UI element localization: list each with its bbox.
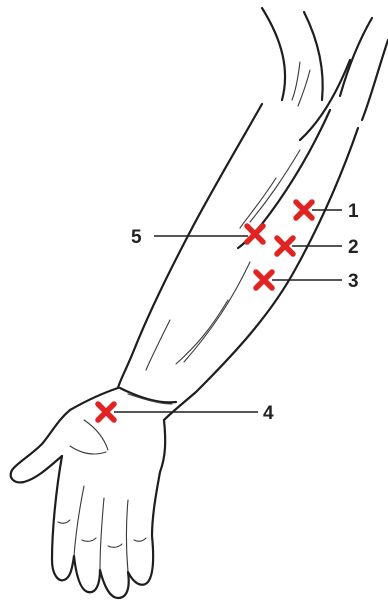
callout-label-3: 3 bbox=[348, 271, 359, 292]
callout-label-2: 2 bbox=[348, 237, 359, 258]
callout-label-1: 1 bbox=[348, 201, 359, 222]
callout-label-5: 5 bbox=[131, 227, 142, 248]
callout-label-4: 4 bbox=[263, 403, 274, 424]
